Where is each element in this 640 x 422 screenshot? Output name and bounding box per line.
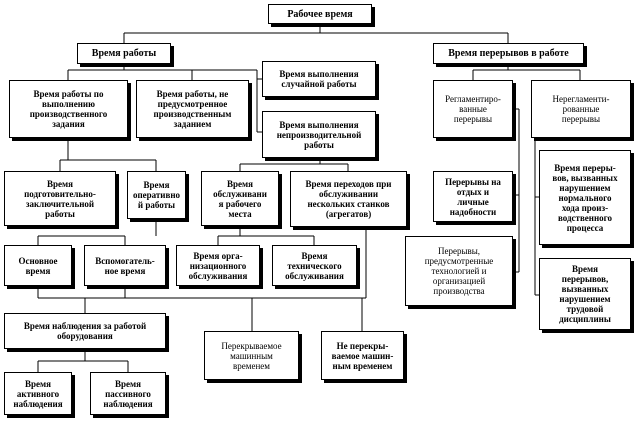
node-observation: Время наблюдения за работой оборудования [4,313,166,349]
node-transitions: Время переходов при обслуживании несколь… [290,171,407,227]
node-production-task: Время работы по выполнению производствен… [9,80,128,138]
node-root: Рабочее время [268,4,372,24]
node-work-time: Время работы [77,43,171,64]
node-unregulated-breaks: Нерегламенти- рованные перерывы [531,80,631,138]
node-unproductive-work: Время выполнения непроизводительной рабо… [262,111,376,158]
node-main-time: Основное время [4,245,72,286]
node-process-breaks: Время переры- вов, вызванных нарушением … [539,150,631,245]
node-overlapped: Перекрываемое машинным временем [204,331,299,380]
node-regulated-breaks: Регламентиро- ванные перерывы [433,80,513,138]
node-breaks-time: Время перерывов в работе [433,43,584,64]
node-tech-breaks: Перерывы, предусмотренные технологией и … [405,236,513,306]
node-random-work: Время выполнения случайной работы [262,61,376,97]
node-prep-final: Время подготовительно- заключительной ра… [4,171,116,226]
node-org-service: Время орга- низационного обслуживания [176,245,260,286]
node-auxiliary-time: Вспомогатель- ное время [84,245,166,286]
node-rest-breaks: Перерывы на отдых и личные надобности [433,171,513,222]
node-operative: Время оперативно й работы [127,171,186,219]
node-unplanned-work: Время работы, не предусмотренное произво… [136,80,249,138]
node-discipline-breaks: Время перерывов, вызванных нарушением тр… [539,258,631,330]
node-tech-service: Время технического обслуживания [272,245,357,286]
node-passive-observation: Время пассивного наблюдения [90,372,166,415]
node-active-observation: Время активного наблюдения [4,372,72,415]
node-workplace-service: Время обслуживани я рабочего места [201,171,279,226]
node-not-overlapped: Не перекры- ваемое машин- ным временем [321,331,404,380]
